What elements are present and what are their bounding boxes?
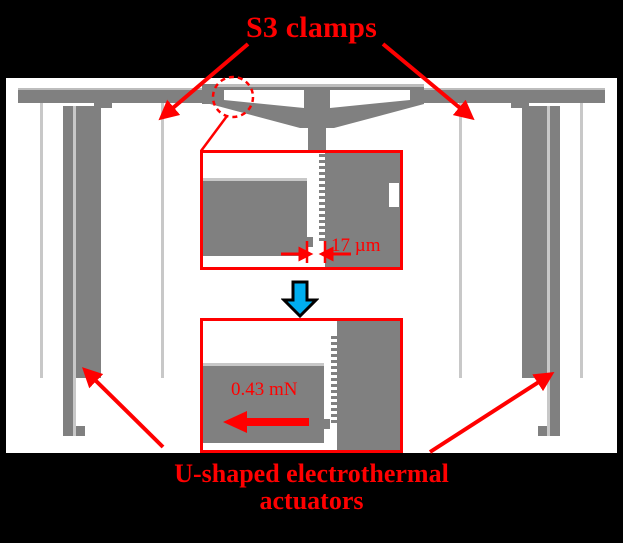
inset-bottom-moving-tooth — [324, 419, 330, 429]
inset-bottom-moving-block-edge — [203, 363, 324, 366]
right-actuator-split-trench — [547, 106, 550, 436]
inset-top-moving-block — [203, 178, 307, 256]
left-inner-trench — [161, 103, 164, 378]
left-actuator-anchor-tab — [94, 96, 112, 108]
right-actuator-anchor-tab — [511, 96, 529, 108]
figure-title: S3 clamps — [246, 11, 377, 44]
central-clamp-notch — [202, 84, 216, 104]
inset-top-dimension-label: 17 µm — [331, 235, 381, 256]
inset-top-dimension-arrows — [281, 241, 351, 263]
inset-top-fixed-rack-block — [325, 153, 400, 267]
left-outer-trench — [40, 103, 43, 378]
left-actuator-thin-beam — [63, 106, 73, 436]
inset-top-rack-teeth — [319, 154, 327, 241]
caption-line-1: U-shaped electrothermal — [174, 459, 449, 488]
transition-down-arrow — [281, 280, 319, 318]
inset-after-actuation: 0.43 mN — [200, 318, 403, 453]
inset-top-moving-block-edge — [203, 178, 307, 181]
inset-bottom-force-label: 0.43 mN — [231, 379, 298, 400]
right-inner-trench — [459, 103, 462, 378]
inset-bottom-rack-teeth — [331, 336, 339, 423]
right-outer-trench — [580, 103, 583, 378]
inset-bottom-moving-block — [203, 363, 324, 443]
left-actuator-split-trench — [73, 106, 76, 436]
caption-line-2: actuators — [259, 486, 364, 516]
figure-caption: U-shaped electrothermal actuators — [0, 460, 623, 515]
inset-top-rack-window — [389, 183, 399, 207]
inset-bottom-fixed-rack-block — [337, 321, 400, 450]
right-actuator-thin-beam — [550, 106, 560, 436]
inset-before-actuation: 17 µm — [200, 150, 403, 270]
inset-top-moving-tooth — [307, 237, 313, 247]
inset-bottom-force-arrow — [223, 411, 309, 433]
